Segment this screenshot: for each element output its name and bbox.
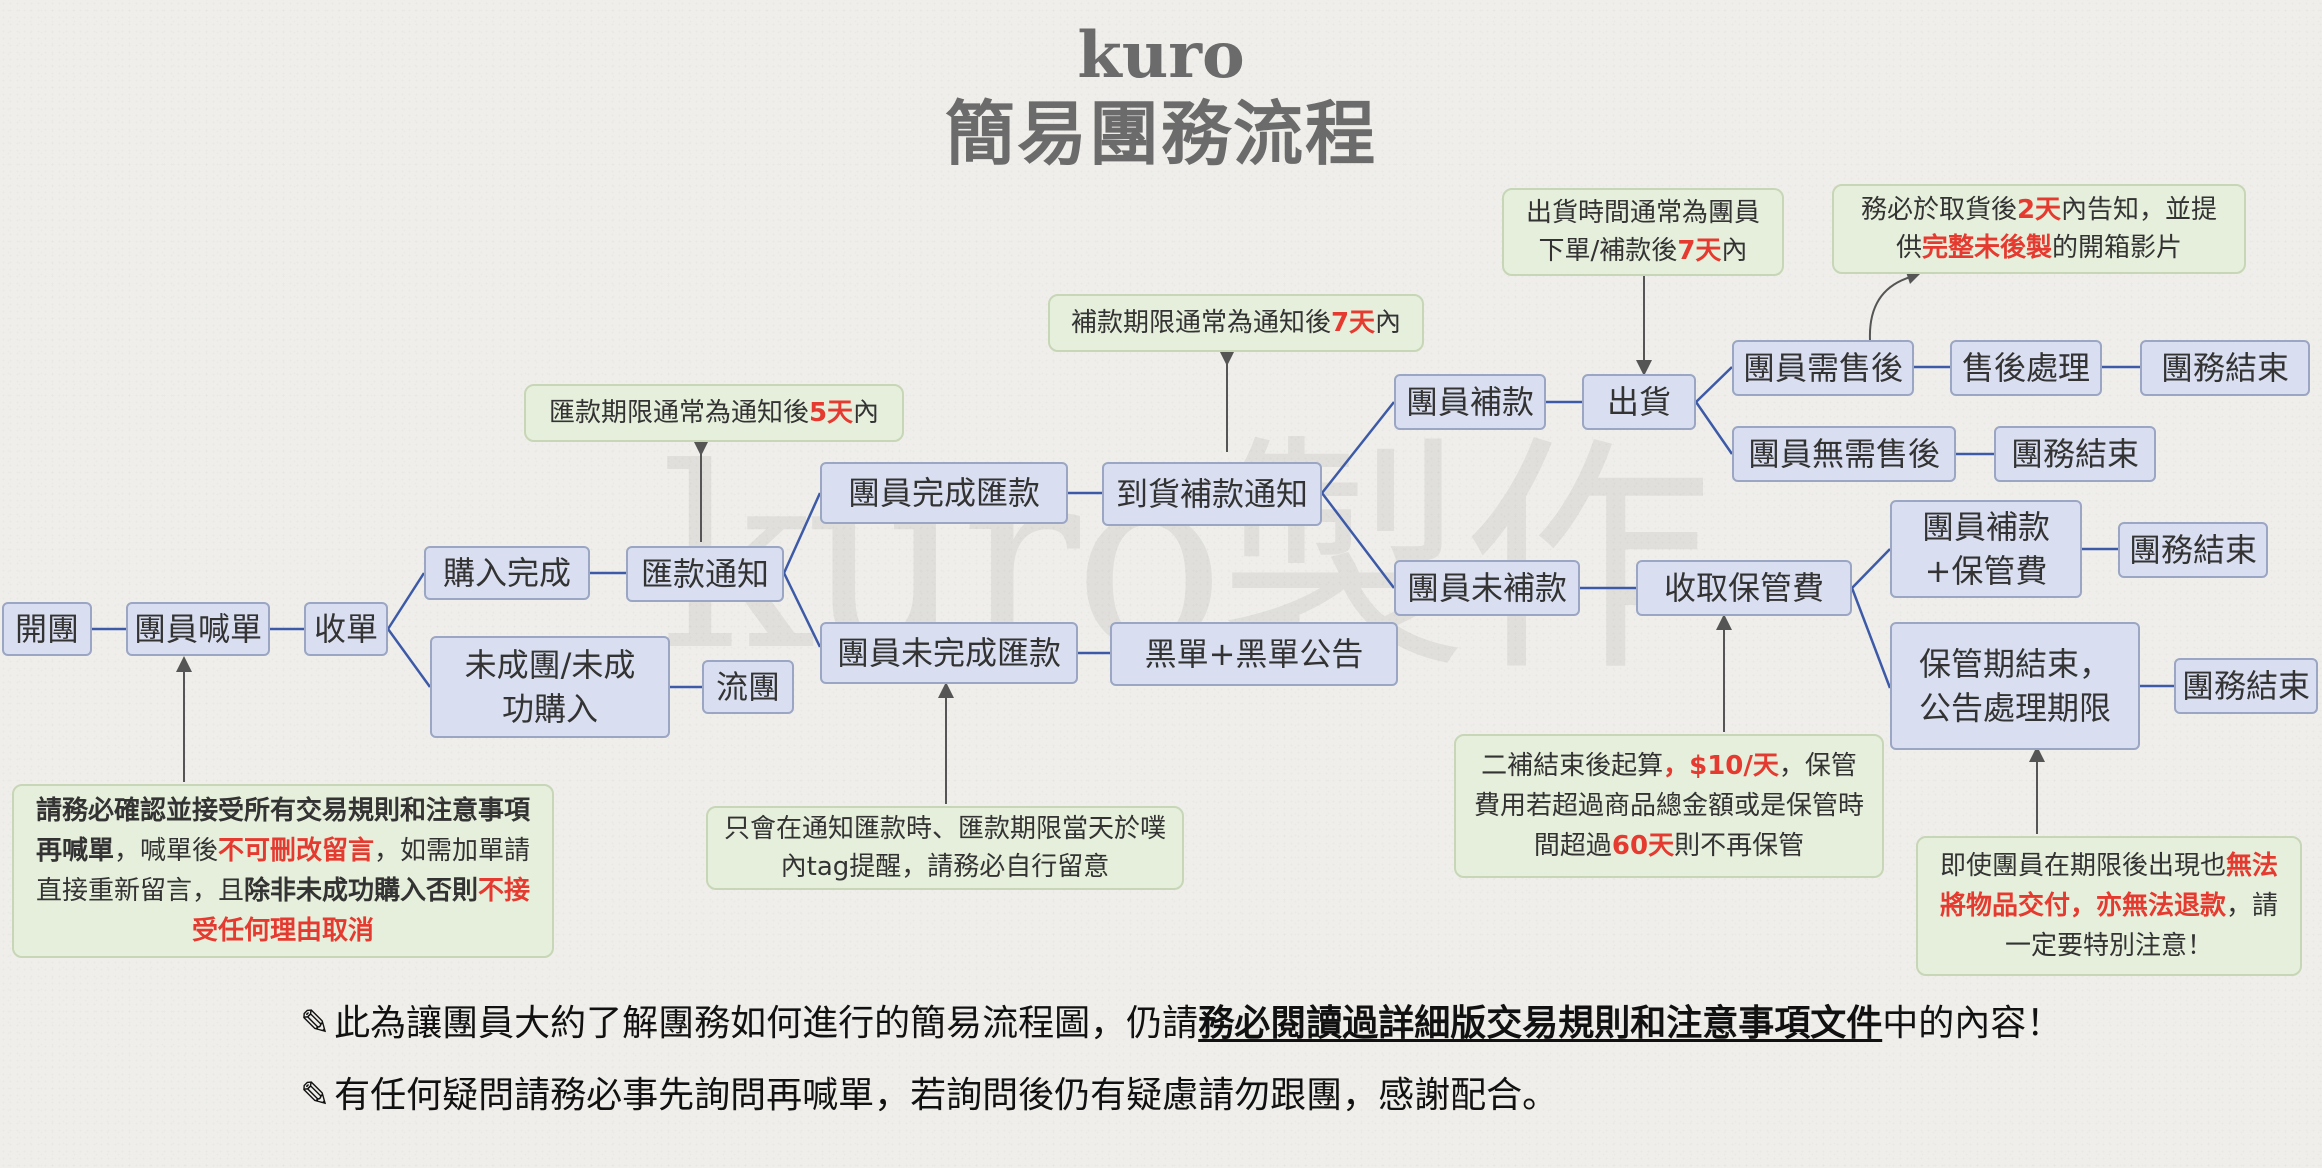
note-remit-deadline: 匯款期限通常為通知後5天內 — [524, 384, 904, 442]
node-order: 團員喊單 — [126, 602, 270, 656]
edge-remit-undone — [782, 572, 822, 648]
pencil-icon: ✎ — [300, 1003, 331, 1044]
node-arrival-notice: 到貨補款通知 — [1102, 462, 1322, 526]
note-order-rule: 請務必確認並接受所有交易規則和注意事項再喊單，喊單後不可刪改留言，如需加單請直接… — [12, 784, 554, 958]
pencil-icon: ✎ — [300, 1075, 331, 1116]
node-end-1: 團務結束 — [2140, 340, 2310, 396]
node-remit-undone: 團員未完成匯款 — [820, 622, 1078, 684]
edge-ship-need — [1695, 366, 1733, 403]
node-unpaid: 團員未補款 — [1394, 560, 1580, 616]
node-end-3: 團務結束 — [2118, 522, 2268, 578]
node-remit-notice: 匯款通知 — [626, 546, 784, 602]
node-paid: 團員補款 — [1394, 374, 1546, 430]
node-storage-end: 保管期結束，公告處理期限 — [1890, 622, 2140, 750]
node-open: 開團 — [2, 602, 92, 656]
note-fee-rule: 二補結束後起算，$10/天，保管費用若超過商品總金額或是保管時間超過60天則不再… — [1454, 734, 1884, 878]
footer-line-2: ✎有任何疑問請務必事先詢問再喊單，若詢問後仍有疑慮請勿跟團，感謝配合。 — [300, 1072, 1558, 1120]
node-paid-fee: 團員補款+保管費 — [1890, 500, 2082, 598]
footer-line-1: ✎此為讓團員大約了解團務如何進行的簡易流程圖，仍請務必閱讀過詳細版交易規則和注意… — [300, 1000, 2062, 1048]
node-collect: 收單 — [304, 602, 388, 656]
edge-remit-done — [782, 492, 822, 574]
node-end-4: 團務結束 — [2174, 658, 2318, 714]
page-title: 簡易團務流程 — [945, 93, 1377, 175]
note-unbox: 務必於取貨後2天內告知，並提供完整未後製的開箱影片 — [1832, 184, 2246, 274]
node-remit-done: 團員完成匯款 — [820, 462, 1068, 524]
node-after-proc: 售後處理 — [1950, 340, 2102, 396]
node-failed: 未成團/未成功購入 — [430, 636, 670, 738]
edge-arrival-unpaid — [1321, 492, 1395, 589]
node-flow: 流團 — [702, 660, 794, 714]
node-bought: 購入完成 — [424, 546, 590, 600]
node-need-after: 團員需售後 — [1732, 340, 1914, 396]
edge-ship-no — [1694, 401, 1734, 455]
node-blacklist: 黑單+黑單公告 — [1110, 622, 1398, 686]
title-brand: kuro — [1077, 18, 1245, 93]
node-storage-fee: 收取保管費 — [1636, 560, 1852, 616]
edge-fee-storage — [1850, 587, 1892, 689]
arrow-unbox-note — [1868, 275, 1915, 341]
note-storage-warn: 即使團員在期限後出現也無法將物品交付，亦無法退款，請一定要特別注意！ — [1916, 836, 2302, 976]
note-pay-deadline: 補款期限通常為通知後7天內 — [1048, 294, 1424, 352]
note-ship-time: 出貨時間通常為團員下單/補款後7天內 — [1502, 188, 1784, 276]
node-no-after: 團員無需售後 — [1732, 426, 1956, 482]
note-remind: 只會在通知匯款時、匯款期限當天於噗內tag提醒，請務必自行留意 — [706, 806, 1184, 890]
edge-fee-paidfee — [1851, 548, 1891, 589]
edge-arrival-paid — [1321, 401, 1395, 494]
node-end-2: 團務結束 — [1994, 426, 2156, 482]
edge-collect-bought — [386, 572, 426, 630]
edge-collect-failed — [386, 628, 432, 688]
node-ship: 出貨 — [1582, 374, 1696, 430]
